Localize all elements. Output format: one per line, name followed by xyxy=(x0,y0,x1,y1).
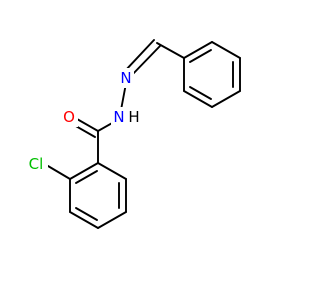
bond-ring2-3 xyxy=(97,211,127,229)
bond-phenyl-4 xyxy=(211,90,241,108)
bond-imine-ch-n-double-b xyxy=(129,45,161,78)
oxygen-label: O xyxy=(63,108,75,126)
molecule-structure-diagram: O N N H Cl xyxy=(24,39,241,229)
bond-ring2-inner-2 xyxy=(75,207,98,221)
bond-ring2-4 xyxy=(69,211,99,229)
atom-labels-group: O N N H Cl xyxy=(24,68,141,174)
amide-nitrogen-label-bg xyxy=(111,107,127,127)
oxygen-label-bg xyxy=(60,107,78,127)
bond-ring2-6 xyxy=(69,162,99,180)
bond-phenyl-inner-3 xyxy=(189,86,212,100)
bond-carbonyl-double-a xyxy=(76,118,99,132)
bond-phenyl-inner-1 xyxy=(189,49,212,63)
imine-nitrogen-label-bg xyxy=(118,68,134,88)
bond-phenyl-1 xyxy=(183,41,213,59)
bond-ch-to-phenyl xyxy=(156,42,185,59)
nh-hydrogen-label-bg xyxy=(127,107,141,127)
bond-imine-ch-n-double-a xyxy=(123,39,155,73)
bond-ring2-inner-3 xyxy=(75,170,98,184)
bond-phenyl-2 xyxy=(211,41,241,59)
chlorine-label-bg xyxy=(24,154,48,174)
imine-nitrogen-label: N xyxy=(120,69,131,87)
amide-nitrogen-label: N xyxy=(113,108,124,126)
bond-ring2-1 xyxy=(97,162,127,180)
nh-hydrogen-label: H xyxy=(128,108,139,126)
bond-phenyl-5 xyxy=(183,90,213,108)
bond-ring-to-cl xyxy=(47,165,71,180)
bonds-group xyxy=(47,39,241,229)
chlorine-label: Cl xyxy=(29,155,44,173)
